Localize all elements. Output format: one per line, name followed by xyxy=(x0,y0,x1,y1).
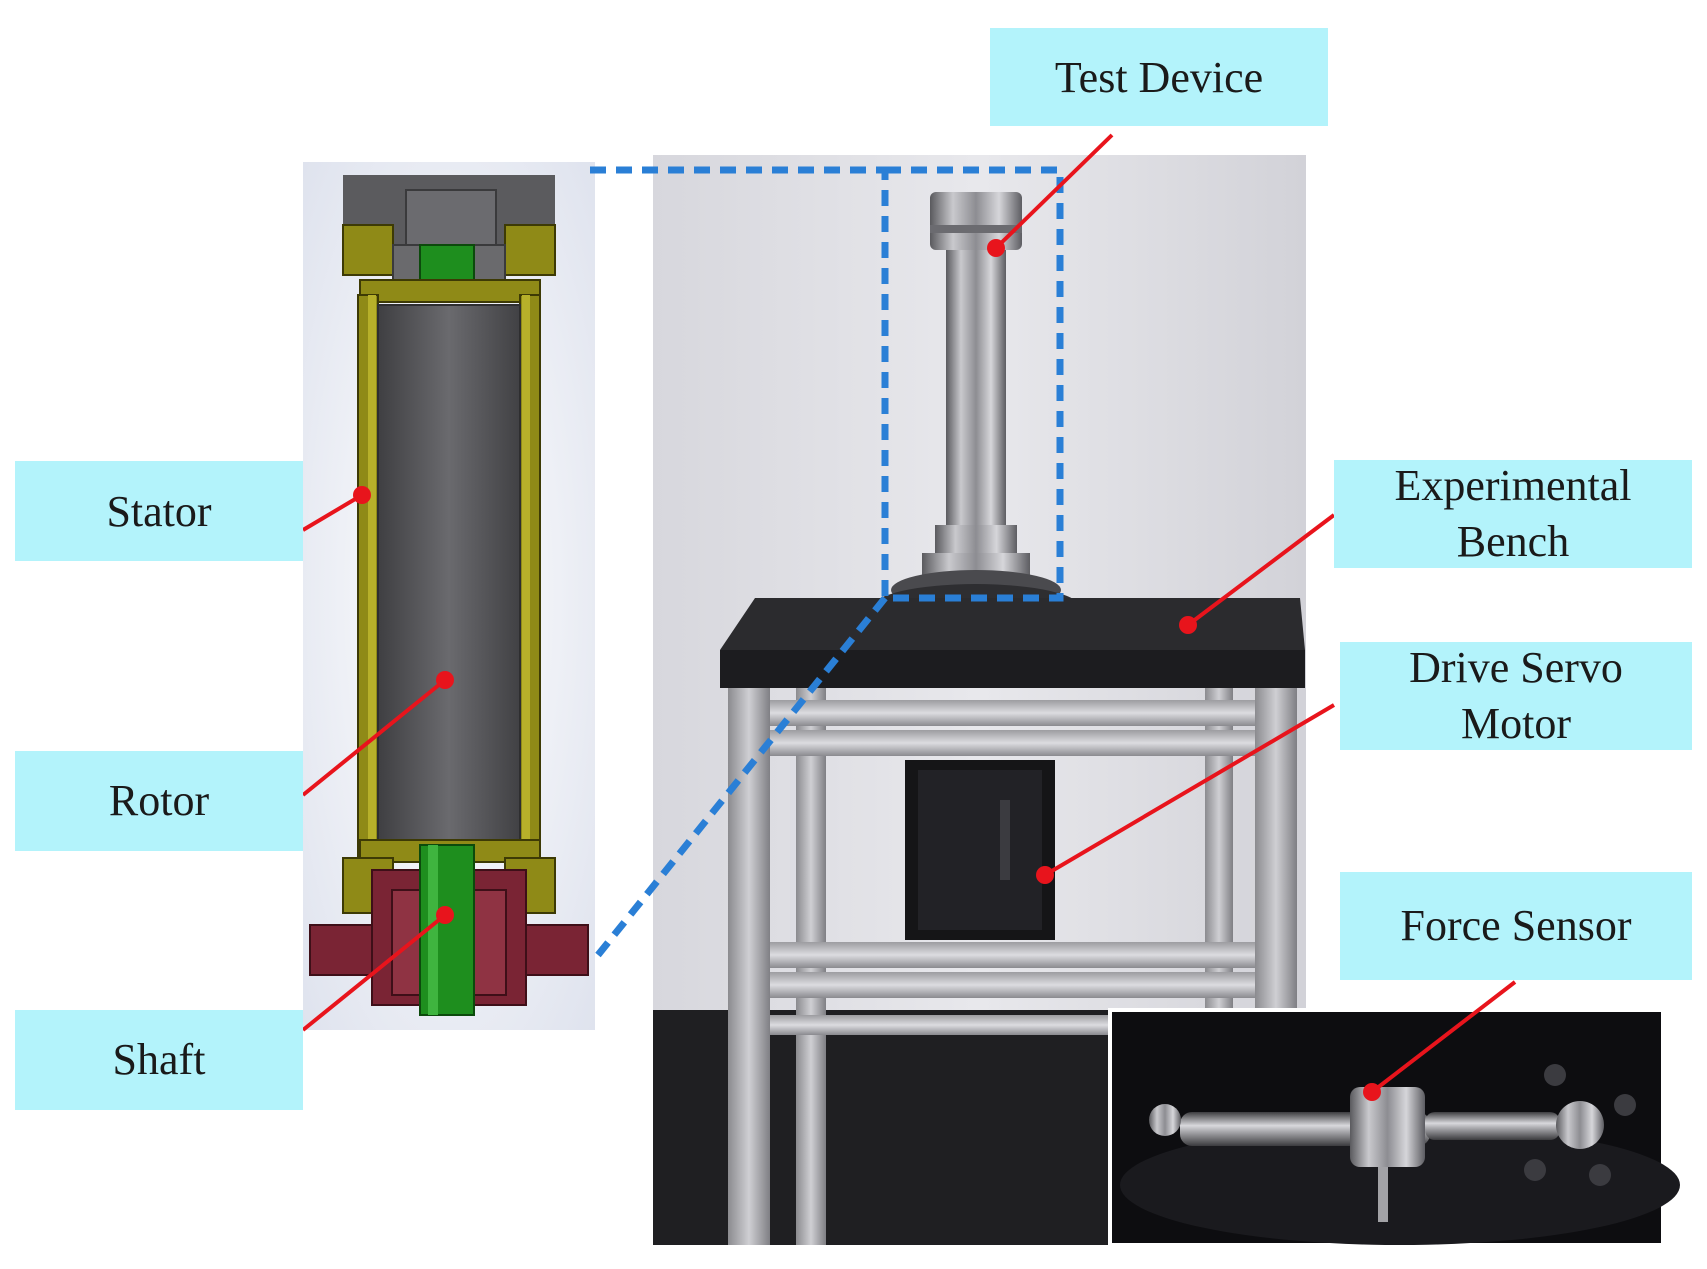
top-housing-left xyxy=(342,224,394,276)
label-shaft-text: Shaft xyxy=(113,1035,206,1084)
top-plate xyxy=(359,279,541,303)
leader-drive-servo-motor xyxy=(1043,703,1336,877)
stator-inner-band-left xyxy=(368,295,376,865)
leader-test-device xyxy=(994,133,1114,250)
top-end-cap-boss xyxy=(405,189,497,251)
label-shaft: Shaft xyxy=(15,1010,303,1110)
label-stator: Stator xyxy=(15,461,303,561)
callout-dashed-outline xyxy=(590,166,1064,958)
callout-box xyxy=(881,166,1064,602)
stator-inner-band-right xyxy=(522,295,530,865)
bottom-shaft-highlight xyxy=(428,845,438,1015)
label-force-sensor: Force Sensor xyxy=(1340,872,1692,980)
label-stator-text: Stator xyxy=(106,487,211,536)
bench-top xyxy=(720,598,1305,650)
cad-section-view xyxy=(303,162,595,1030)
leader-force-sensor xyxy=(1370,980,1517,1094)
force-sensor-inset xyxy=(1108,1008,1680,1247)
label-rotor: Rotor xyxy=(15,751,303,851)
top-housing-right xyxy=(504,224,556,276)
dot-test-device xyxy=(987,239,1005,257)
rig-photo xyxy=(653,155,1680,1247)
bench-top-edge xyxy=(720,650,1305,688)
leader-shaft xyxy=(301,913,447,1032)
leader-experimental-bench xyxy=(1186,513,1336,627)
leader-dots xyxy=(353,239,1381,1101)
leader-lines xyxy=(301,133,1517,1094)
dot-drive-servo-motor xyxy=(1036,866,1054,884)
label-experimental-bench-line2: Bench xyxy=(1457,517,1569,566)
label-force-sensor-text: Force Sensor xyxy=(1401,901,1632,950)
servo-motor xyxy=(905,760,1055,940)
label-test-device-text: Test Device xyxy=(1055,53,1263,102)
leader-stator xyxy=(301,493,364,532)
label-test-device: Test Device xyxy=(990,28,1328,126)
label-rotor-text: Rotor xyxy=(109,776,210,825)
dot-shaft xyxy=(436,906,454,924)
dot-force-sensor xyxy=(1363,1083,1381,1101)
label-drive-servo-motor-line1: Drive Servo xyxy=(1409,643,1623,692)
leader-rotor xyxy=(301,678,447,797)
label-experimental-bench: Experimental Bench xyxy=(1334,460,1692,568)
dot-experimental-bench xyxy=(1179,616,1197,634)
label-experimental-bench-line1: Experimental xyxy=(1394,461,1631,510)
label-drive-servo-motor: Drive Servo Motor xyxy=(1340,642,1692,750)
dot-stator xyxy=(353,486,371,504)
rotor-body xyxy=(377,304,521,846)
label-drive-servo-motor-line2: Motor xyxy=(1461,699,1571,748)
dot-rotor xyxy=(436,671,454,689)
